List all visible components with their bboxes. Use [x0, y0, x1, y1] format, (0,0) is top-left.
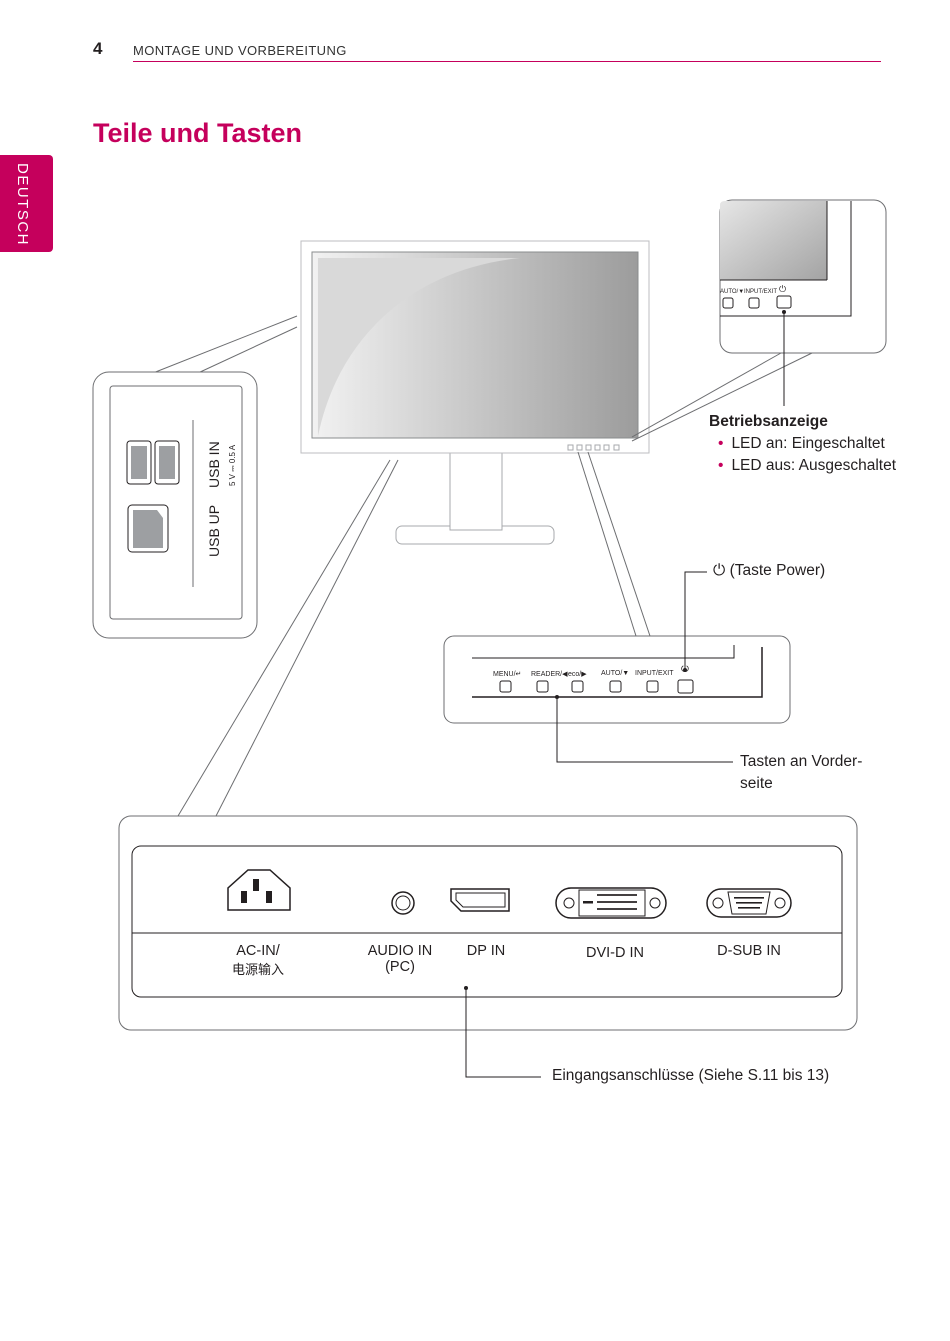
- front-input-label: INPUT/EXIT: [635, 670, 674, 677]
- power-button-label: ⏻ (Taste Power): [713, 562, 825, 580]
- power-indicator-item-off: • LED aus: Ausgeschaltet: [718, 457, 896, 475]
- front-buttons-panel: [443, 571, 791, 763]
- dp-in-port: [450, 888, 510, 912]
- zoom-auto-label: AUTO/▼: [720, 289, 745, 295]
- usb-rating-label: 5 V ⎓ 0.5 A: [228, 444, 237, 486]
- power-icon: ⏻: [713, 562, 726, 579]
- page-number: 4: [93, 39, 103, 58]
- audio-in-label: AUDIO IN (PC): [360, 943, 440, 975]
- usb-up-label: USB UP: [206, 504, 222, 557]
- front-power-icon: ⏻: [681, 664, 689, 675]
- audio-in-label-text: AUDIO IN: [367, 943, 433, 959]
- ac-in-label-text: AC-IN/: [236, 943, 280, 959]
- power-indicator-item-on-text: LED an: Eingeschaltet: [731, 435, 885, 452]
- front-eco-label: eco/▶: [568, 671, 587, 678]
- power-indicator-heading: Betriebsanzeige: [709, 413, 828, 430]
- monitor: [300, 240, 650, 545]
- section-title: MONTAGE UND VORBEREITUNG: [133, 43, 347, 58]
- ac-in-port: [227, 869, 291, 911]
- input-ports-callout: Eingangsanschlüsse (Siehe S.11 bis 13): [552, 1067, 830, 1084]
- power-indicator-item-off-text: LED aus: Ausgeschaltet: [731, 457, 897, 474]
- dvi-d-in-label: DVI-D IN: [586, 945, 644, 961]
- front-reader-label: READER/◀: [531, 671, 568, 678]
- audio-in-port: [391, 891, 415, 915]
- audio-in-label-sub: (PC): [385, 959, 415, 975]
- dp-in-label: DP IN: [466, 943, 506, 959]
- front-auto-label: AUTO/▼: [601, 670, 630, 677]
- usb-b-port: [127, 504, 169, 553]
- front-menu-label: MENU/↵: [493, 671, 522, 678]
- power-indicator-item-on: • LED an: Eingeschaltet: [718, 435, 885, 453]
- front-buttons-label: Tasten an Vorder- seite: [740, 753, 863, 792]
- rear-ports-panel: [118, 815, 858, 1078]
- language-tab: DEUTSCH: [0, 155, 53, 252]
- page-title: Teile und Tasten: [93, 118, 303, 148]
- power-led-panel: [719, 199, 887, 406]
- d-sub-in-label: D-SUB IN: [717, 943, 781, 959]
- usb-a-ports: [126, 440, 180, 485]
- dvi-d-port: [555, 887, 667, 919]
- ac-in-label-cn: 电源输入: [231, 962, 284, 977]
- header-rule: [133, 61, 881, 62]
- ac-in-label: AC-IN/ 电源输入: [218, 943, 298, 978]
- language-tab-label: DEUTSCH: [14, 163, 31, 247]
- zoom-input-label: INPUT/EXIT: [744, 289, 778, 295]
- d-sub-port: [706, 888, 792, 918]
- usb-in-label-text: USB IN: [206, 441, 222, 488]
- usb-panel: [92, 371, 258, 639]
- zoom-power-icon: ⏻: [779, 284, 787, 294]
- bullet-icon: •: [718, 457, 724, 474]
- power-button-label-text: (Taste Power): [729, 562, 826, 579]
- front-button-dots: [567, 444, 620, 451]
- bullet-icon: •: [718, 435, 724, 452]
